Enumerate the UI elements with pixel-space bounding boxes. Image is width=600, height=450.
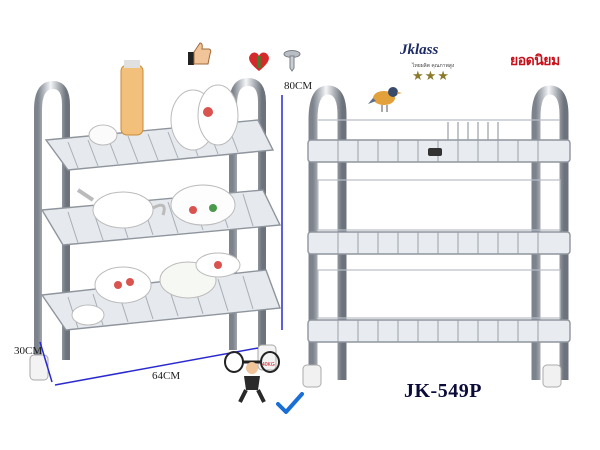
model-number: JK-549P [404, 380, 482, 402]
screw-icon [283, 50, 301, 72]
bird-icon [368, 87, 402, 112]
dish-rack-left-image [29, 60, 282, 381]
weightlifter-icon [224, 351, 280, 403]
brand-tagline: ไทยผลิต คุณภาพสูง [412, 63, 455, 69]
brand-logo: Jklass [400, 42, 439, 58]
rating-stars: ★★★ [412, 68, 450, 83]
dish-rack-right-image [302, 85, 571, 388]
thumbs-up-icon [188, 42, 212, 65]
heart-icon [249, 52, 269, 71]
popular-badge-text: ยอดนิยม [510, 53, 560, 69]
weight-badge: 40KG [262, 362, 275, 368]
width-label: 64CM [152, 370, 181, 382]
depth-label: 30CM [14, 345, 43, 357]
checkmark-icon [276, 392, 304, 414]
height-label: 80CM [284, 80, 313, 92]
